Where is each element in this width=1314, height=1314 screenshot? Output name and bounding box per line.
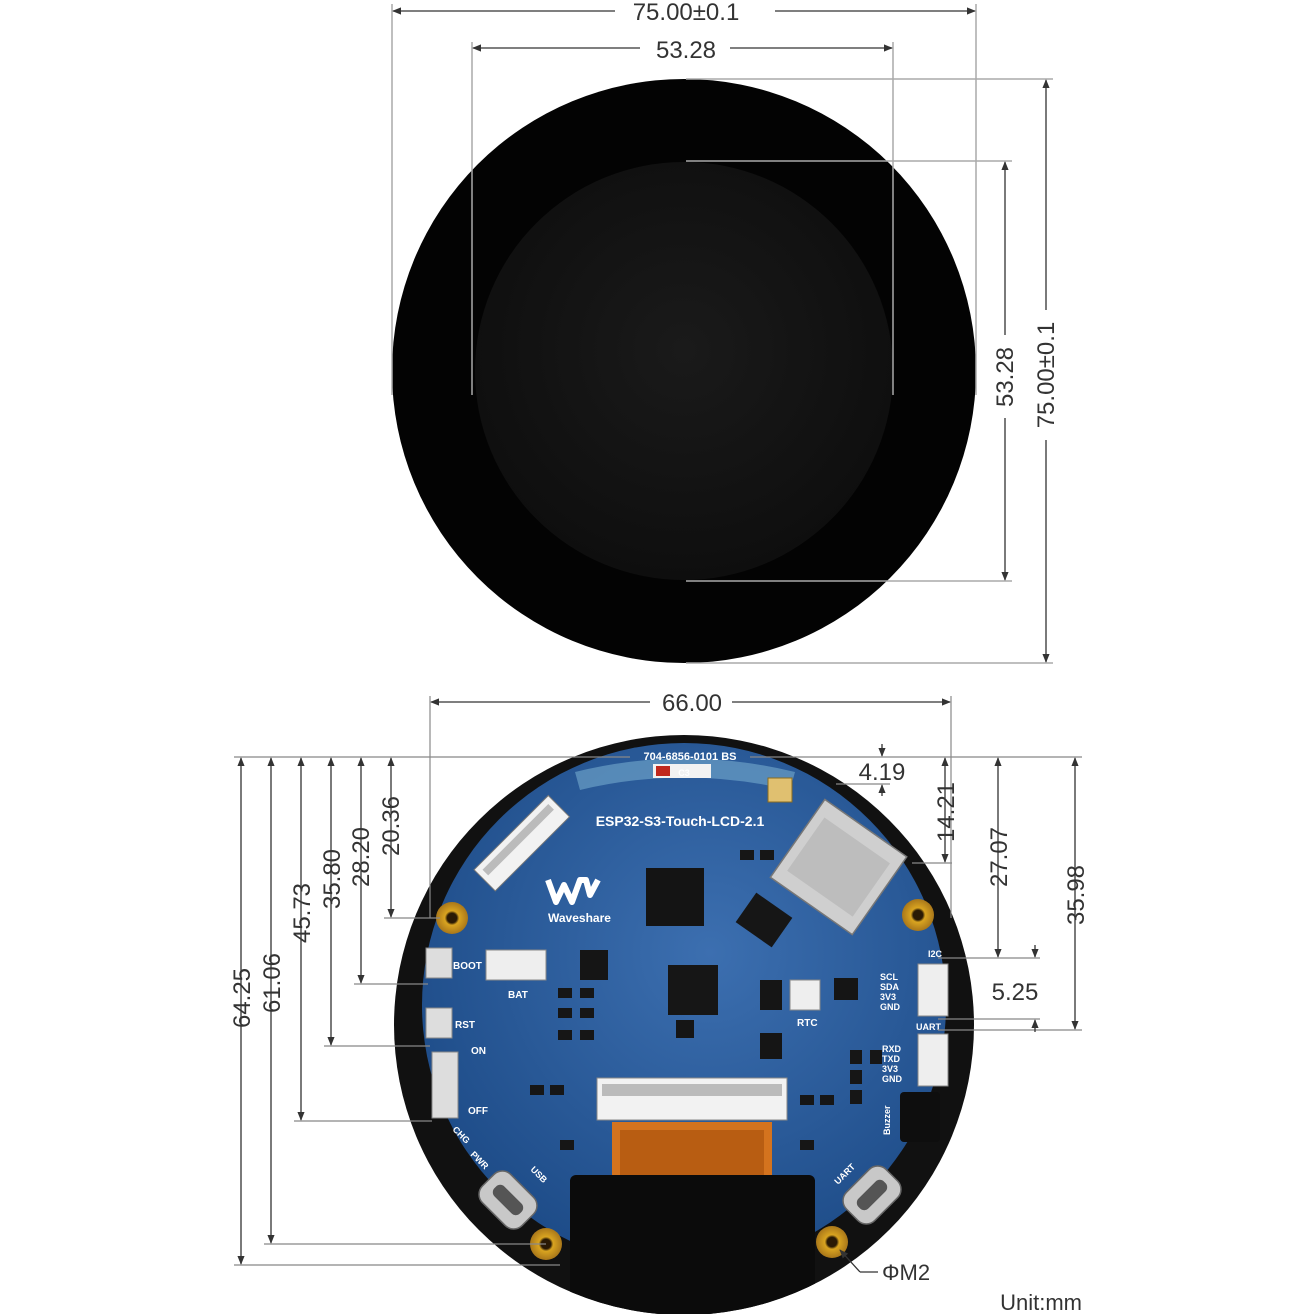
usb-c-port-left <box>478 1170 538 1230</box>
hole-callout: ΦM2 <box>839 1249 930 1285</box>
dim-back-64-25-label: 64.25 <box>229 968 256 1028</box>
on-label: ON <box>471 1046 486 1057</box>
dim-back-4-19: 4.19 <box>859 744 906 796</box>
dim-back-5-25-label: 5.25 <box>992 979 1039 1006</box>
dim-back-20-36: 20.36 <box>378 757 405 918</box>
buzzer <box>900 1092 940 1142</box>
dim-back-35-80-label: 35.80 <box>319 849 346 909</box>
dim-front-overall-height-label: 75.00±0.1 <box>1033 322 1060 429</box>
i2c-3v3-label: 3V3 <box>880 992 896 1002</box>
fpc-connector <box>473 794 571 892</box>
dim-back-5-25: 5.25 <box>992 945 1039 1032</box>
rtc-connector <box>789 979 821 1011</box>
boot-label: BOOT <box>453 961 482 972</box>
unit-label: Unit:mm <box>1000 1290 1082 1314</box>
hole-callout-label: ΦM2 <box>882 1260 930 1285</box>
dim-back-35-98: 35.98 <box>1063 757 1090 1030</box>
dim-back-35-80: 35.80 <box>319 757 346 1046</box>
waveshare-logo: Waveshare <box>545 877 611 925</box>
dim-front-display-height-label: 53.28 <box>992 347 1019 407</box>
dim-back-28-20: 28.20 <box>348 757 375 984</box>
dim-back-45-73: 45.73 <box>289 757 316 1121</box>
boot-button <box>425 947 453 979</box>
dim-front-display-height: 53.28 <box>992 161 1019 581</box>
battery-block <box>570 1175 815 1314</box>
dim-back-14-21-label: 14.21 <box>933 782 960 842</box>
product-name: ESP32-S3-Touch-LCD-2.1 <box>596 813 765 829</box>
usb-c-port-right <box>842 1165 902 1225</box>
dim-front-overall-height: 75.00±0.1 <box>1033 79 1060 663</box>
rtc-label: RTC <box>797 1018 818 1029</box>
dim-front-overall-width: 75.00±0.1 <box>392 0 976 26</box>
dim-back-20-36-label: 20.36 <box>378 796 405 856</box>
i2c-connector <box>917 963 949 1017</box>
sda-label: SDA <box>880 982 900 992</box>
uart-gnd-label: GND <box>882 1074 903 1084</box>
i2c-label: I2C <box>928 949 943 959</box>
dim-back-61-06-label: 61.06 <box>259 953 286 1013</box>
chip-3 <box>735 892 793 948</box>
scl-label: SCL <box>880 972 899 982</box>
c3-label: C3 <box>678 768 690 778</box>
dim-back-14-21: 14.21 <box>933 757 960 863</box>
dim-back-64-25: 64.25 <box>229 757 256 1265</box>
bat-label: BAT <box>508 990 528 1001</box>
flex-cable <box>596 1077 788 1190</box>
dim-back-27-07: 27.07 <box>986 757 1013 958</box>
rxd-label: RXD <box>882 1044 902 1054</box>
dim-back-4-19-label: 4.19 <box>859 759 906 786</box>
antenna-connector <box>767 777 793 803</box>
dim-back-35-98-label: 35.98 <box>1063 865 1090 925</box>
i2c-gnd-label: GND <box>880 1002 901 1012</box>
mcu-chip <box>646 868 704 926</box>
board-code: 704-6856-0101 BS <box>644 751 737 763</box>
dim-front-overall-width-label: 75.00±0.1 <box>633 0 740 26</box>
dim-back-28-20-label: 28.20 <box>348 827 375 887</box>
dim-back-hole-spacing: 66.00 <box>430 690 951 717</box>
off-label: OFF <box>468 1106 488 1117</box>
back-view: Waveshare 704-6856-0101 BS C3 ESP32-S3-T… <box>229 690 1090 1314</box>
front-display-area <box>475 162 893 580</box>
buzzer-label: Buzzer <box>882 1105 892 1135</box>
rst-button <box>425 1007 453 1039</box>
dim-back-45-73-label: 45.73 <box>289 883 316 943</box>
mount-hole-top-left <box>436 902 468 934</box>
chip-2 <box>668 965 718 1015</box>
dim-back-27-07-label: 27.07 <box>986 827 1013 887</box>
sd-card-slot <box>769 798 908 936</box>
dim-back-hole-spacing-label: 66.00 <box>662 690 722 717</box>
mount-hole-top-right <box>902 899 934 931</box>
power-switch <box>431 1051 459 1119</box>
front-view: 75.00±0.1 53.28 53.28 75.00±0.1 <box>391 0 1060 664</box>
uart-3v3-label: 3V3 <box>882 1064 898 1074</box>
uart-connector <box>917 1033 949 1087</box>
uart-label: UART <box>916 1022 941 1032</box>
brand-label: Waveshare <box>548 911 611 925</box>
rst-label: RST <box>455 1020 475 1031</box>
dim-front-display-width: 53.28 <box>472 37 893 64</box>
dim-front-display-width-label: 53.28 <box>656 37 716 64</box>
dim-back-61-06: 61.06 <box>259 757 286 1244</box>
bat-connector <box>485 949 547 981</box>
txd-label: TXD <box>882 1054 901 1064</box>
